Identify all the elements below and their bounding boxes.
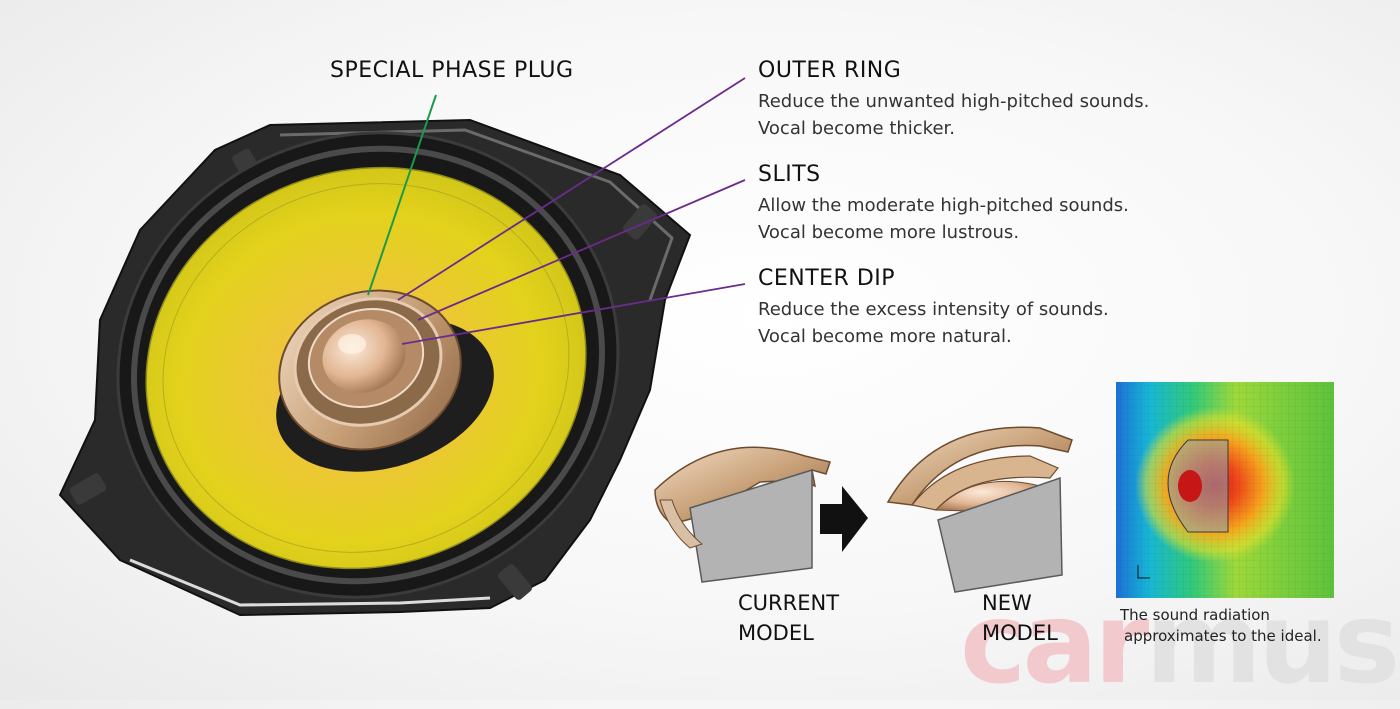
caption-current-line2: MODEL: [738, 621, 814, 645]
new-outer-ring: [886, 426, 1073, 506]
dome-highlight: [338, 334, 366, 354]
watermark: carmus: [960, 588, 1400, 700]
desc-slits-1: Allow the moderate high-pitched sounds.: [758, 195, 1129, 216]
mount-slot: [623, 204, 657, 240]
caption-new-line1: NEW: [982, 591, 1032, 615]
arrow-icon: [820, 486, 868, 552]
surround-highlight: [131, 145, 605, 585]
desc-center-dip-2: Vocal become more natural.: [758, 326, 1012, 347]
simulation-panel: [1116, 382, 1334, 598]
label-center-dip: CENTER DIP: [758, 266, 896, 291]
new-body: [937, 476, 1063, 593]
desc-slits-2: Vocal become more lustrous.: [758, 222, 1020, 243]
desc-center-dip-1: Reduce the excess intensity of sounds.: [758, 299, 1109, 320]
watermark-mus: mus: [1145, 579, 1400, 709]
simulation-axis-icon: [1137, 565, 1150, 579]
leader-center-dip: [401, 283, 746, 345]
mount-slot: [69, 473, 107, 505]
caption-new-line2: MODEL: [982, 621, 1058, 645]
caption-new-model: NEW MODEL: [982, 588, 1058, 648]
leader-lines: [367, 77, 746, 345]
current-body: [689, 468, 813, 583]
new-model-section: [886, 426, 1073, 593]
desc-outer-ring-1: Reduce the unwanted high-pitched sounds.: [758, 91, 1150, 112]
caption-current-line1: CURRENT: [738, 591, 840, 615]
label-special-phase-plug: SPECIAL PHASE PLUG: [330, 58, 574, 83]
caption-simulation-line2: approximates to the ideal.: [1124, 627, 1322, 645]
leader-phase-plug: [367, 94, 437, 296]
desc-outer-ring-2: Vocal become thicker.: [758, 118, 956, 139]
leader-outer-ring: [397, 77, 746, 301]
current-lip: [659, 499, 704, 549]
label-slits: SLITS: [758, 162, 821, 187]
speaker: [58, 118, 692, 617]
label-outer-ring: OUTER RING: [758, 58, 902, 83]
simulation-plug: [1178, 470, 1202, 502]
cone-inner-line: [162, 183, 570, 553]
mount-slot: [498, 564, 532, 600]
caption-simulation: The sound radiation approximates to the …: [1120, 605, 1322, 647]
leader-slits: [417, 179, 746, 321]
caption-simulation-line1: The sound radiation: [1120, 606, 1270, 624]
frame-white-edge: [129, 558, 491, 607]
frame-highlight: [279, 128, 674, 301]
caption-current-model: CURRENT MODEL: [738, 588, 839, 648]
current-model-section: [654, 446, 831, 583]
watermark-car: car: [960, 579, 1149, 709]
